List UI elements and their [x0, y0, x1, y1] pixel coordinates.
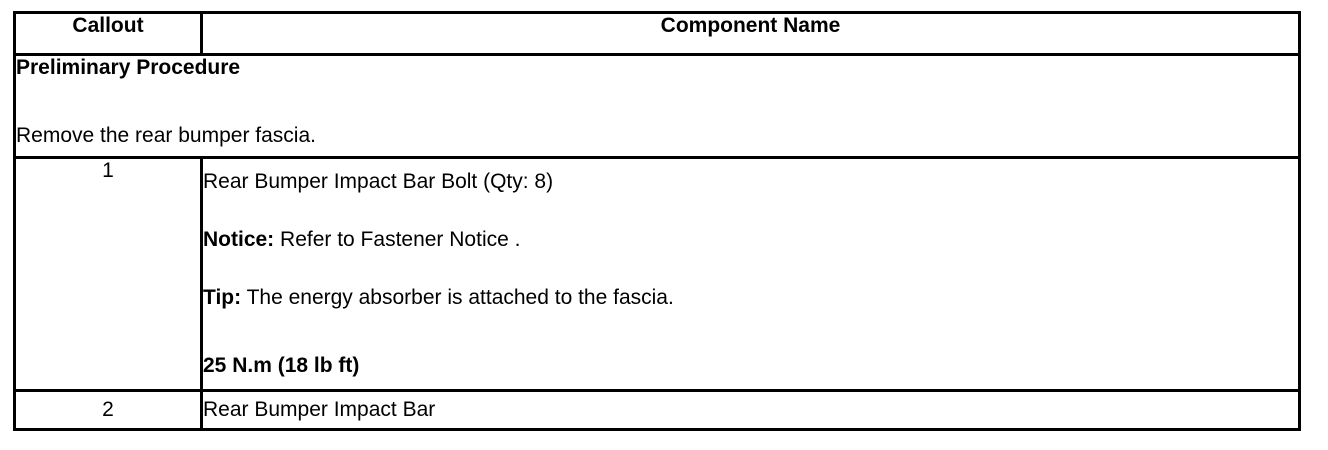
preliminary-cell: Preliminary Procedure Remove the rear bu…: [13, 53, 1301, 159]
notice-line: Notice: Refer to Fastener Notice .: [203, 228, 1298, 252]
component-name-header: Component Name: [200, 11, 1301, 56]
callout-cell: 2: [13, 389, 203, 431]
procedure-table: Callout Component Name Preliminary Proce…: [13, 11, 1301, 431]
notice-label: Notice:: [203, 228, 275, 251]
component-name: Rear Bumper Impact Bar: [200, 389, 1301, 431]
preliminary-row: Preliminary Procedure Remove the rear bu…: [13, 53, 1301, 159]
table-row: 2 Rear Bumper Impact Bar: [13, 389, 1301, 431]
callout-header: Callout: [13, 11, 203, 56]
table-row: 1 Rear Bumper Impact Bar Bolt (Qty: 8) N…: [13, 156, 1301, 392]
component-cell: Rear Bumper Impact Bar Bolt (Qty: 8) Not…: [200, 156, 1301, 392]
tip-text: The energy absorber is attached to the f…: [241, 286, 674, 309]
tip-line: Tip: The energy absorber is attached to …: [203, 286, 1298, 310]
tip-label: Tip:: [203, 286, 242, 309]
preliminary-title: Preliminary Procedure: [16, 56, 241, 79]
torque-spec: 25 N.m (18 lb ft): [203, 354, 360, 377]
preliminary-text: Remove the rear bumper fascia.: [16, 124, 316, 147]
header-row: Callout Component Name: [13, 11, 1301, 56]
callout-cell: 1: [13, 156, 203, 392]
component-name: Rear Bumper Impact Bar Bolt (Qty: 8): [203, 170, 554, 193]
notice-text: Refer to Fastener Notice .: [274, 228, 521, 251]
